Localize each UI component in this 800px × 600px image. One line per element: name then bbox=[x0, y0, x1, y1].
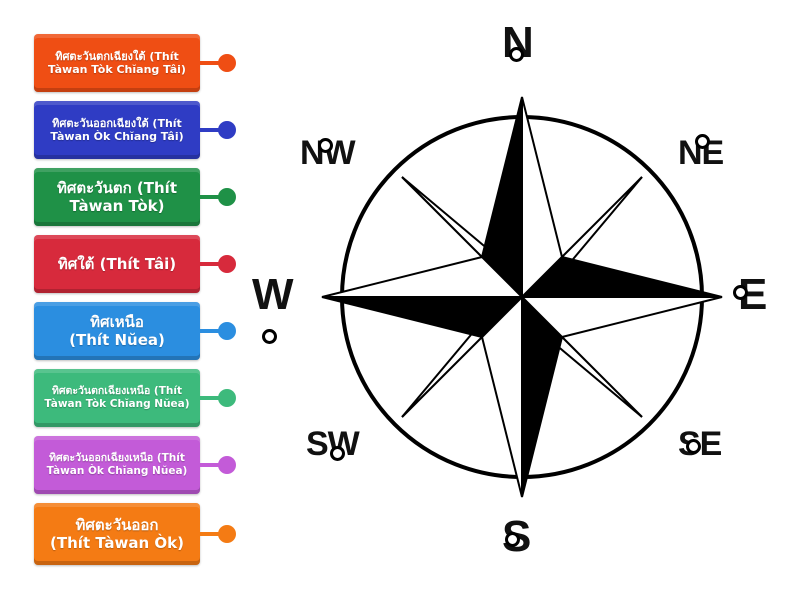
label-pin-handle[interactable] bbox=[218, 456, 236, 474]
draggable-label-list: ทิศตะวันตกเฉียงใต้ (Thít Tàwan Tòk Chĭan… bbox=[0, 0, 260, 600]
drop-target-sw[interactable] bbox=[330, 446, 345, 461]
drop-target-nw[interactable] bbox=[318, 138, 333, 153]
label-text: ทิศตะวันตก (Thít Tàwan Tòk) bbox=[56, 178, 177, 215]
label-text: ทิศตะวันออกเฉียงเหนือ (Thít Tàwan Òk Chĭ… bbox=[46, 452, 188, 477]
drop-target-ne[interactable] bbox=[695, 134, 710, 149]
label-pin-handle[interactable] bbox=[218, 389, 236, 407]
label-connector-line bbox=[200, 262, 220, 266]
label-pin-handle[interactable] bbox=[218, 525, 236, 543]
label-pin-handle[interactable] bbox=[218, 54, 236, 72]
label-connector-line bbox=[200, 128, 220, 132]
draggable-label-tile[interactable]: ทิศเหนือ (Thít Nŭea) bbox=[34, 302, 200, 360]
draggable-label-tile[interactable]: ทิศตะวันออกเฉียงใต้ (Thít Tàwan Òk Chĭan… bbox=[34, 101, 200, 159]
direction-label-w: W bbox=[252, 270, 294, 319]
label-connector-line bbox=[200, 396, 220, 400]
draggable-label-tile[interactable]: ทิศตะวันออกเฉียงเหนือ (Thít Tàwan Òk Chĭ… bbox=[34, 436, 200, 494]
label-text: ทิศตะวันตกเฉียงใต้ (Thít Tàwan Tòk Chĭan… bbox=[48, 49, 186, 76]
label-pin-handle[interactable] bbox=[218, 322, 236, 340]
drop-target-e[interactable] bbox=[733, 285, 748, 300]
label-connector-line bbox=[200, 61, 220, 65]
drop-target-n[interactable] bbox=[509, 47, 524, 62]
label-text: ทิศตะวันออก (Thít Tàwan Òk) bbox=[50, 515, 184, 552]
label-pin-handle[interactable] bbox=[218, 255, 236, 273]
draggable-label-tile[interactable]: ทิศตะวันตกเฉียงใต้ (Thít Tàwan Tòk Chĭan… bbox=[34, 34, 200, 92]
label-text: ทิศเหนือ (Thít Nŭea) bbox=[69, 312, 165, 349]
draggable-label-tile[interactable]: ทิศใต้ (Thít Tâi) bbox=[34, 235, 200, 293]
draggable-label-tile[interactable]: ทิศตะวันออก (Thít Tàwan Òk) bbox=[34, 503, 200, 565]
drop-target-se[interactable] bbox=[686, 439, 701, 454]
label-text: ทิศตะวันออกเฉียงใต้ (Thít Tàwan Òk Chĭan… bbox=[50, 116, 184, 143]
drop-target-s[interactable] bbox=[505, 532, 520, 547]
label-text: ทิศใต้ (Thít Tâi) bbox=[57, 254, 177, 273]
label-connector-line bbox=[200, 532, 220, 536]
compass-rose-graphic bbox=[321, 96, 723, 498]
draggable-label-tile[interactable]: ทิศตะวันตก (Thít Tàwan Tòk) bbox=[34, 168, 200, 226]
drop-target-w[interactable] bbox=[262, 329, 277, 344]
label-connector-line bbox=[200, 329, 220, 333]
compass-rose-diagram: NNEESESSWWNW bbox=[250, 0, 800, 600]
label-pin-handle[interactable] bbox=[218, 121, 236, 139]
label-connector-line bbox=[200, 195, 220, 199]
label-pin-handle[interactable] bbox=[218, 188, 236, 206]
label-text: ทิศตะวันตกเฉียงเหนือ (Thít Tàwan Tòk Chĭ… bbox=[44, 385, 190, 410]
draggable-label-tile[interactable]: ทิศตะวันตกเฉียงเหนือ (Thít Tàwan Tòk Chĭ… bbox=[34, 369, 200, 427]
label-connector-line bbox=[200, 463, 220, 467]
